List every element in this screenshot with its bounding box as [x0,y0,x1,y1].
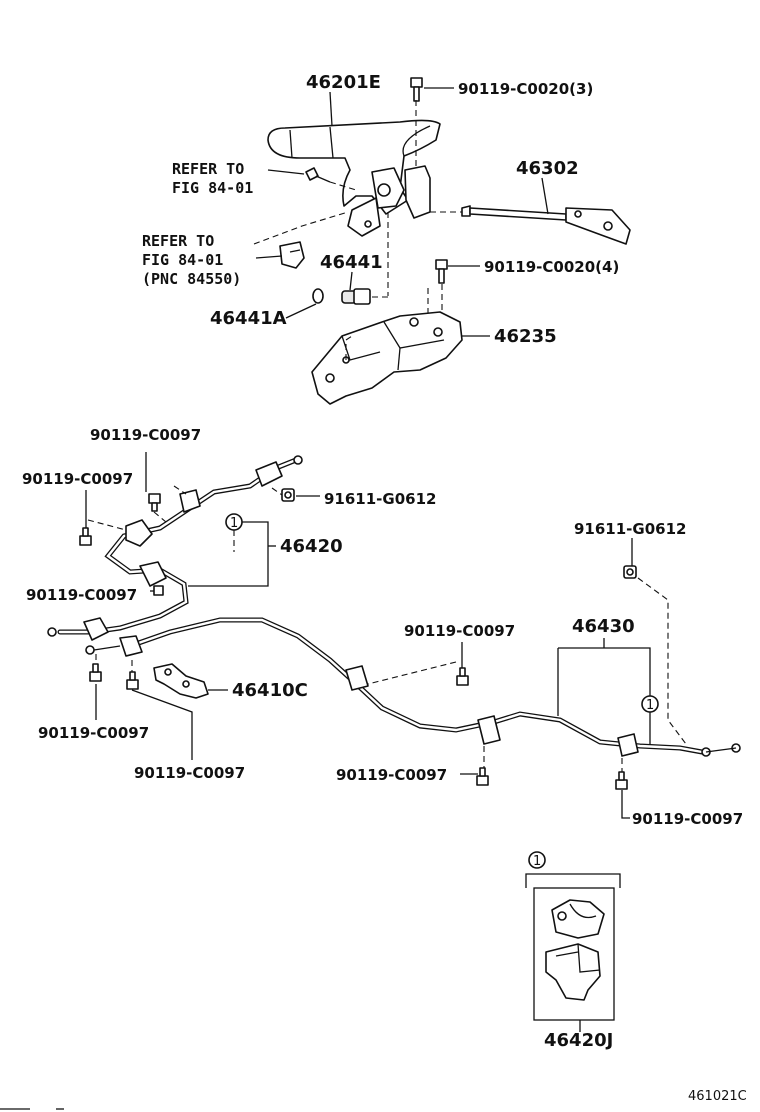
label-bolt-d: 90119-C0097 [404,622,515,640]
label-46441A: 46441A [210,308,287,329]
figure-id: 461021C [688,1089,747,1104]
bolt-refer-icon [305,167,331,183]
refer-clip [279,241,305,269]
label-bolt-f: 90119-C0097 [134,764,245,782]
bolt-d-icon [456,667,469,686]
cable-46430 [119,617,741,757]
label-refer2-a: REFER TO [142,232,214,250]
bolt-g-icon [476,767,489,786]
label-nut-right: 91611-G0612 [574,520,686,538]
label-46430: 46430 [572,616,635,637]
kit-clip-top [551,899,605,939]
bolt-h-icon [615,771,628,790]
label-bolt-a: 90119-C0097 [90,426,201,444]
label-bolt-h: 90119-C0097 [632,810,743,828]
label-bolt-mid: 90119-C0020(4) [484,258,619,276]
label-46201E: 46201E [306,72,381,93]
label-bolt-g: 90119-C0097 [336,766,447,784]
label-bolt-b: 90119-C0097 [22,470,133,488]
bolt-b-icon [79,527,92,546]
bolt-e-icon [89,663,102,682]
bolt-mid-icon [435,259,448,284]
label-46410C: 46410C [232,680,308,701]
label-nut-left: 91611-G0612 [324,490,436,508]
kit-box [533,887,615,1021]
label-bolt-top: 90119-C0020(3) [458,80,593,98]
callout-1-right: 1 [641,695,659,713]
bolt-top-icon [410,77,423,102]
bolt-a-icon [148,493,161,512]
label-46420J: 46420J [544,1030,613,1051]
parking-brake-lever [267,119,441,237]
callout-1-kit: 1 [528,851,546,869]
label-46441: 46441 [320,252,383,273]
label-refer1-a: REFER TO [172,160,244,178]
brake-rod [461,205,631,245]
label-46420: 46420 [280,536,343,557]
callout-1-left: 1 [225,513,243,531]
label-bolt-e: 90119-C0097 [38,724,149,742]
label-refer2-c: (PNC 84550) [142,270,241,288]
callout-1-kit-text: 1 [533,854,541,869]
label-refer2-b: FIG 84-01 [142,251,223,269]
label-46302: 46302 [516,158,579,179]
callout-1-left-text: 1 [230,516,238,531]
nut-right-icon [623,565,637,579]
nut-left-icon [281,488,295,502]
bolt-f-icon [126,671,139,690]
cable-left-end [85,645,121,655]
pin-46441 [341,288,371,305]
label-bolt-c: 90119-C0097 [26,586,137,604]
clip-46441A [312,288,324,304]
bolt-c-icon [153,585,164,596]
callout-1-right-text: 1 [646,698,654,713]
bracket-46235 [311,311,463,405]
label-refer1-b: FIG 84-01 [172,179,253,197]
cable-46420 [47,455,303,641]
guide-46410C [153,663,209,699]
label-46235: 46235 [494,326,557,347]
kit-clip-bottom [545,943,601,1001]
